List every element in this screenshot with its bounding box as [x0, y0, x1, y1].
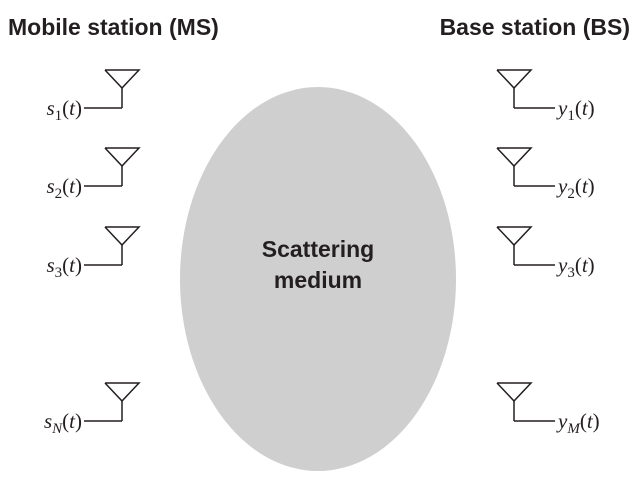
- bs-antenna-2-icon: [496, 147, 555, 187]
- bs-signal-label-1: y1(t): [556, 96, 595, 124]
- ms-antenna-4-icon: [84, 382, 141, 422]
- bs-signal-label-2: y2(t): [556, 174, 595, 202]
- ms-signal-label-4: sN(t): [44, 409, 82, 437]
- mobile-station-antennas: s1(t) s2(t) s3(t) sN(t): [44, 69, 141, 437]
- ms-signal-label-2: s2(t): [46, 174, 82, 202]
- bs-antenna-4-icon: [496, 382, 555, 422]
- ms-antenna-3-icon: [84, 226, 141, 266]
- bs-antenna-1-icon: [496, 69, 555, 109]
- ms-signal-label-1: s1(t): [46, 96, 82, 124]
- ms-signal-label-3: s3(t): [46, 253, 82, 281]
- bs-signal-label-4: yM(t): [556, 409, 600, 437]
- base-station-antennas: y1(t) y2(t) y3(t) yM(t): [496, 69, 600, 437]
- bs-signal-label-3: y3(t): [556, 253, 595, 281]
- base-station-title: Base station (BS): [439, 14, 630, 40]
- ms-antenna-1-icon: [84, 69, 141, 109]
- bs-antenna-3-icon: [496, 226, 555, 266]
- scattering-medium-ellipse: [180, 87, 456, 471]
- scattering-medium-label-line1: Scattering: [262, 236, 374, 262]
- scattering-medium-label-line2: medium: [274, 267, 362, 293]
- mobile-station-title: Mobile station (MS): [8, 14, 219, 40]
- ms-antenna-2-icon: [84, 147, 141, 187]
